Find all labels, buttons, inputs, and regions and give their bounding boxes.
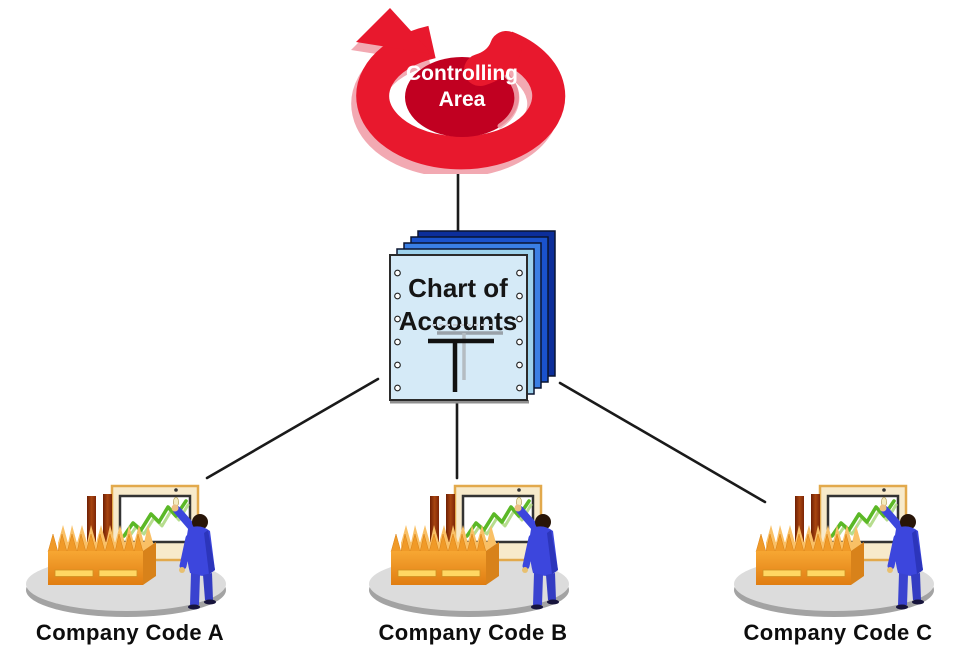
binder-holes bbox=[394, 269, 523, 392]
controlling-area-icon: Controlling Area bbox=[351, 8, 566, 178]
page-front bbox=[389, 254, 528, 401]
controlling-area-label-line2: Area bbox=[439, 88, 486, 111]
company-code-c-node bbox=[733, 478, 943, 628]
chart-of-accounts-label-line2: Accounts bbox=[399, 306, 517, 336]
company-code-b-node bbox=[368, 478, 578, 628]
company-label-a: Company Code A bbox=[35, 620, 225, 645]
chart-of-accounts-label-line1: Chart of bbox=[408, 273, 508, 303]
page-shadow bbox=[390, 400, 529, 404]
cycle-arrow-ring bbox=[356, 25, 566, 170]
connector-coa-to-company-a bbox=[205, 377, 380, 480]
company-icon bbox=[368, 478, 578, 628]
cycle-arrow-tail bbox=[464, 31, 522, 86]
controlling-area-node: Controlling Area bbox=[350, 4, 580, 178]
chart-of-accounts-icon: Chart of Accounts bbox=[389, 230, 556, 404]
cycle-arrow-highlight bbox=[497, 73, 520, 129]
company-icon bbox=[733, 478, 943, 628]
company-label-c: Company Code C bbox=[743, 620, 933, 645]
chart-of-accounts-node: Chart of Accounts bbox=[388, 228, 560, 406]
company-code-a-node bbox=[25, 478, 235, 628]
controlling-area-label-line1: Controlling bbox=[406, 62, 518, 85]
company-label-b: Company Code B bbox=[378, 620, 568, 645]
cycle-arrow-head-icon bbox=[356, 8, 432, 54]
company-icon bbox=[25, 478, 235, 628]
t-account-icon bbox=[428, 324, 503, 392]
